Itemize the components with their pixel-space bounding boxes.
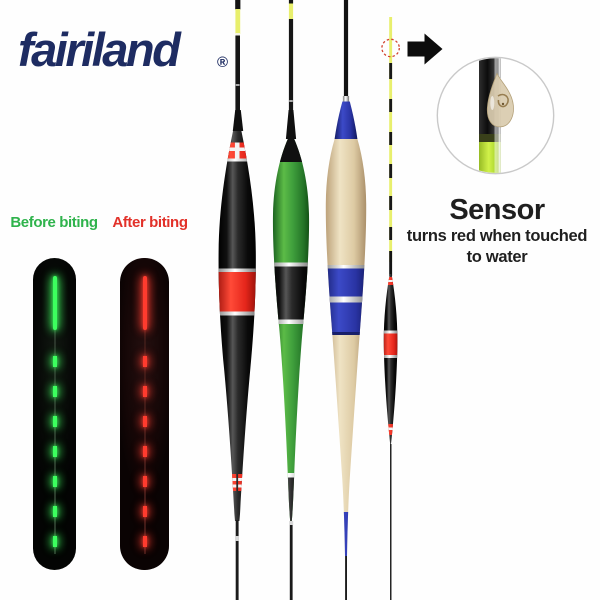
float-antenna: [334, 0, 358, 139]
float-body: [383, 274, 398, 444]
before-biting-label: Before biting: [10, 214, 98, 231]
before-biting-panel: [33, 258, 76, 570]
float-body: [325, 139, 367, 556]
sensor-line-1: turns red when touched: [406, 227, 588, 245]
after-biting-label: After biting: [112, 214, 188, 231]
float-slim-striped: [381, 17, 400, 600]
green-glow-dashed-segments: [52, 356, 57, 554]
float-stem: [289, 521, 293, 600]
sensor-line-2: to water: [466, 248, 528, 266]
water-droplet: [486, 72, 514, 128]
sensor-title: Sensor: [449, 194, 545, 226]
stem-ring: [235, 536, 239, 541]
float-stem: [390, 444, 392, 600]
droplet-refraction: [497, 93, 509, 108]
droplet-speck: [501, 102, 505, 106]
sensor-zoom-inset: [436, 56, 555, 175]
striped-antenna: [389, 17, 393, 276]
right-arrow-icon: [407, 33, 443, 65]
float-body: [272, 139, 310, 521]
float-black-red: [218, 0, 256, 600]
red-glow-dashed-segments: [142, 356, 147, 554]
green-glow-float: [52, 276, 57, 554]
float-antenna: [232, 0, 244, 131]
after-biting-panel: [120, 258, 169, 570]
red-glow-float: [142, 276, 147, 554]
registered-trademark-icon: ®: [217, 54, 229, 71]
green-glow-solid-segment: [52, 276, 57, 330]
sensor-callout: Sensor turns red when touched to water: [397, 194, 597, 268]
stem-ring: [289, 521, 294, 525]
droplet-highlight: [490, 96, 495, 110]
float-stem: [235, 520, 239, 600]
float-wood-blue: [325, 0, 367, 600]
float-antenna: [285, 0, 297, 139]
float-body: [218, 131, 256, 521]
brand-logo: fairiland ®: [18, 22, 278, 82]
float-body-bands: [383, 277, 398, 435]
brand-logo-text: fairiland: [18, 23, 181, 76]
float-green: [272, 0, 310, 600]
float-stem: [345, 556, 347, 600]
red-glow-solid-segment: [142, 276, 147, 330]
